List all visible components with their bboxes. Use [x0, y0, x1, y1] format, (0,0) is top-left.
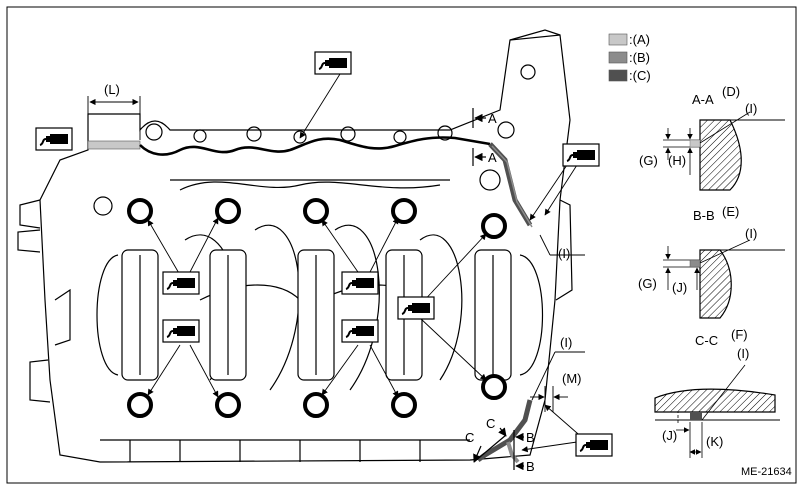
detail-b-b-sub: (E) — [722, 204, 739, 219]
legend-label-b: :(B) — [629, 50, 650, 65]
reference-code: ME-21634 — [741, 466, 792, 478]
legend-item: :(B) — [608, 50, 650, 65]
bolt-6 — [127, 392, 153, 418]
detail-a-a: A-A (D) (I) (G) (H) — [639, 84, 785, 191]
detail-a-a-title: A-A — [692, 92, 714, 107]
detail-c-c-label-k: (K) — [706, 434, 723, 449]
bolt-7 — [215, 392, 241, 418]
bolt-1 — [127, 198, 153, 224]
legend-item: :(A) — [608, 32, 650, 47]
bolt-3 — [303, 198, 329, 224]
bolt-9 — [391, 392, 417, 418]
legend-swatch-c — [608, 69, 628, 82]
detail-c-c: C-C (F) (I) (J) (K) — [654, 327, 780, 458]
bolt-10 — [481, 374, 507, 400]
sealant-bead-a — [87, 140, 141, 150]
section-label-c-left: C — [465, 430, 474, 445]
sealant-bead-b-lower — [506, 441, 520, 464]
section-label-b-bottom: B — [526, 459, 535, 474]
detail-a-a-label-h: (H) — [668, 153, 686, 168]
sealant-tube-icon — [162, 319, 200, 343]
dim-label-m: (M) — [562, 371, 582, 386]
section-mark-bc — [473, 427, 524, 471]
bolt-4 — [391, 198, 417, 224]
leader-lines — [147, 73, 586, 453]
bolt-8 — [303, 392, 329, 418]
legend-item: :(C) — [608, 68, 651, 83]
label-i-lower: (I) — [560, 335, 572, 350]
legend: :(A) :(B) :(C) — [608, 32, 651, 83]
detail-a-a-label-g: (G) — [639, 153, 658, 168]
detail-c-c-label-i: (I) — [737, 346, 749, 361]
sealant-tube-icon — [575, 433, 613, 457]
sealant-bead-b — [491, 145, 533, 228]
sealant-tube-icon — [35, 127, 73, 151]
dimension-l — [87, 96, 141, 140]
detail-c-c-label-j: (J) — [662, 428, 677, 443]
legend-label-c: :(C) — [629, 68, 651, 83]
detail-b-b-label-j: (J) — [672, 280, 687, 295]
sealant-tube-icon — [341, 319, 379, 343]
sealant-tube-icon — [562, 143, 600, 167]
detail-b-b-title: B-B — [693, 208, 715, 223]
sealant-bead-c-lower — [476, 399, 533, 463]
detail-c-c-sub: (F) — [731, 327, 748, 342]
detail-b-b-label-i: (I) — [745, 226, 757, 241]
section-label-a-top: A — [488, 111, 497, 126]
section-label-c-right: C — [486, 416, 495, 431]
detail-a-a-sub: (D) — [722, 84, 740, 99]
outer-frame — [6, 6, 797, 484]
legend-swatch-b — [608, 51, 628, 64]
bolt-2 — [215, 198, 241, 224]
detail-b-b-label-g: (G) — [638, 276, 657, 291]
sealant-tube-icon — [397, 296, 435, 320]
dim-label-l: (L) — [104, 82, 120, 97]
sealant-tube-icon — [341, 271, 379, 295]
crankcase-block — [17, 29, 573, 463]
detail-b-b: B-B (E) (I) (G) (J) — [638, 204, 785, 319]
legend-swatch-a — [608, 33, 628, 46]
dimension-m — [530, 386, 568, 412]
label-i-upper: (I) — [558, 246, 570, 261]
sealant-tube-icon — [162, 271, 200, 295]
bolt-5 — [481, 213, 507, 239]
sealant-tube-icon — [314, 51, 352, 75]
detail-c-c-title: C-C — [695, 333, 718, 348]
sealant-bead-top — [139, 136, 491, 156]
legend-label-a: :(A) — [629, 32, 650, 47]
detail-a-a-label-i: (I) — [745, 101, 757, 116]
section-label-a-bottom: A — [488, 150, 497, 165]
section-label-b-top: B — [526, 430, 535, 445]
section-mark-a — [472, 108, 486, 166]
